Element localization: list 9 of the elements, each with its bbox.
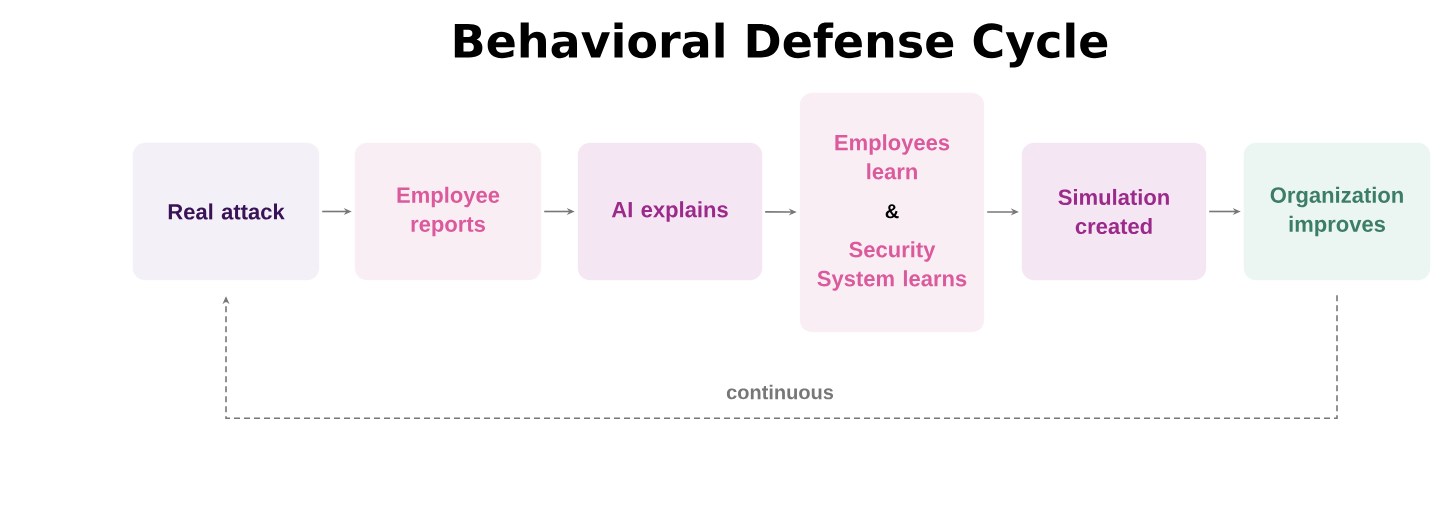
title: Behavioral Defense Cycle [454,22,1108,68]
process-box: Employees learn & Security System learns [799,92,985,333]
process-box: Organization improves [1243,142,1431,281]
process-box: Simulation created [1021,142,1207,281]
process-box: Employee reports [354,142,542,281]
dashed-arrow [222,294,1338,419]
process-box: AI explains [577,142,763,281]
edge-label: continuous [724,382,836,402]
process-box: Real attack [132,142,320,281]
